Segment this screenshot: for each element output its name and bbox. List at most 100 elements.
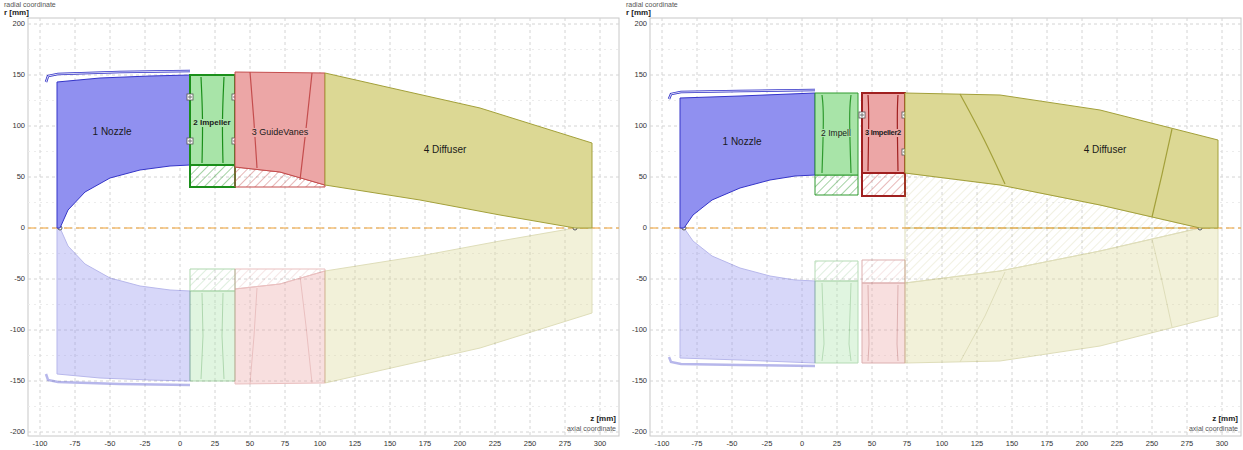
tick-label: 250 — [524, 440, 537, 448]
handle-mark — [859, 112, 865, 118]
tick-label: 150 — [12, 71, 25, 79]
axis-unit: r [mm] — [4, 9, 29, 17]
tick-label: 200 — [454, 440, 467, 448]
grid-line — [530, 18, 531, 436]
tick-label: -75 — [70, 440, 81, 448]
tick-label: 25 — [833, 440, 841, 448]
tick-label: 150 — [384, 440, 397, 448]
guide-vane-region: 3 GuideVanes — [235, 72, 325, 185]
mirrored-half — [325, 228, 592, 383]
tick-label: 50 — [246, 440, 254, 448]
region-label: 2 Impell — [820, 129, 852, 138]
impeller2-region: 3 Impeller2 — [862, 93, 905, 173]
grid-line — [1222, 18, 1223, 436]
grid-line — [600, 18, 601, 436]
tick-label: 0 — [178, 440, 182, 448]
tick-label: 200 — [12, 20, 25, 28]
grid-line — [460, 18, 461, 436]
tick-label: -100 — [654, 440, 669, 448]
tick-label: 100 — [936, 440, 949, 448]
tick-label: 75 — [281, 440, 289, 448]
mirrored-half — [46, 228, 190, 385]
tick-label: -75 — [692, 440, 703, 448]
handle-mark — [187, 94, 193, 100]
mirrored-half — [862, 260, 905, 363]
tick-label: -50 — [14, 275, 25, 283]
tick-label: 150 — [634, 71, 647, 79]
tick-label: 0 — [643, 224, 647, 232]
tick-label: -50 — [636, 275, 647, 283]
axis-unit: z [mm] — [590, 415, 616, 423]
tick-label: 200 — [634, 20, 647, 28]
mirrored-half — [190, 269, 235, 381]
grid-line — [425, 18, 426, 436]
tick-label: 100 — [314, 440, 327, 448]
hub-hatch — [815, 175, 858, 195]
mirrored-half — [905, 228, 1218, 363]
tick-label: -100 — [32, 440, 47, 448]
tick-label: 200 — [1076, 440, 1089, 448]
tick-label: 25 — [211, 440, 219, 448]
tick-label: -150 — [632, 377, 647, 385]
tick-label: 275 — [559, 440, 572, 448]
region-label: 4 Diffuser — [1083, 145, 1128, 155]
mirrored-half — [669, 228, 815, 366]
axis-title: radial coordinate — [626, 1, 678, 8]
region-outline — [680, 93, 815, 228]
grid-line — [390, 18, 391, 436]
region-outline — [57, 75, 190, 228]
tick-label: 0 — [800, 440, 804, 448]
plot-frame — [28, 18, 619, 450]
plot-frame — [650, 18, 1241, 450]
tick-label: -25 — [762, 440, 773, 448]
tick-label: 50 — [17, 173, 25, 181]
axis-unit: z [mm] — [1212, 415, 1238, 423]
tick-label: -200 — [632, 428, 647, 436]
impeller-region: 2 Impell — [815, 93, 858, 175]
tick-label: 225 — [489, 440, 502, 448]
region-label: 1 Nozzle — [92, 127, 133, 137]
tick-label: -150 — [10, 377, 25, 385]
grid-line — [767, 18, 768, 436]
blade-line — [960, 94, 1005, 184]
mirrored-half — [235, 269, 325, 384]
axis-title: radial coordinate — [4, 1, 56, 8]
region-label: 1 Nozzle — [722, 137, 763, 147]
tick-label: -50 — [727, 440, 738, 448]
axis-title: axial coordinate — [1189, 425, 1238, 432]
diffuser-region: 4 Diffuser — [325, 73, 592, 228]
impeller-region: 2 Impeller — [190, 75, 235, 165]
blade-line — [250, 72, 257, 168]
tick-label: 150 — [1006, 440, 1019, 448]
rotation-axis — [650, 228, 1241, 229]
grid-line — [802, 18, 803, 436]
grid-line — [872, 18, 873, 436]
tick-label: 225 — [1111, 440, 1124, 448]
grid-line — [495, 18, 496, 436]
tick-label: 175 — [1041, 440, 1054, 448]
tick-label: 175 — [419, 440, 432, 448]
grid-line — [662, 18, 663, 436]
tick-label: 275 — [1181, 440, 1194, 448]
region-label: 4 Diffuser — [423, 145, 468, 155]
tick-label: 250 — [1146, 440, 1159, 448]
handle-mark — [187, 138, 193, 144]
mirrored-half — [815, 261, 858, 363]
grid-line — [28, 406, 619, 407]
grid-line — [650, 406, 1241, 407]
tick-label: 100 — [634, 122, 647, 130]
grid-line — [732, 18, 733, 436]
tick-label: -100 — [10, 326, 25, 334]
tick-label: 125 — [971, 440, 984, 448]
blade-line — [300, 73, 312, 180]
tick-label: 75 — [903, 440, 911, 448]
tick-label: 125 — [349, 440, 362, 448]
tick-label: 0 — [21, 224, 25, 232]
tick-label: -200 — [10, 428, 25, 436]
tick-label: 300 — [1216, 440, 1229, 448]
blade-line — [1152, 129, 1172, 217]
tick-label: 100 — [12, 122, 25, 130]
axis-unit: r [mm] — [626, 9, 651, 17]
tick-label: 300 — [594, 440, 607, 448]
